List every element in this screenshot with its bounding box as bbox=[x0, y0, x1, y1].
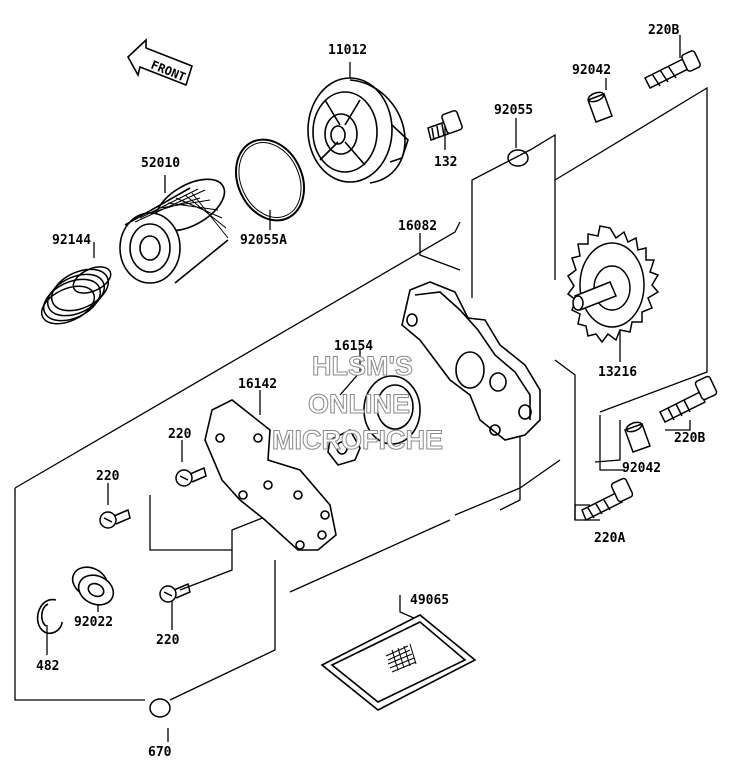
part-label-92055: 92055 bbox=[494, 103, 534, 118]
pump-cover-11012 bbox=[307, 77, 409, 184]
part-label-220-c: 220 bbox=[156, 633, 180, 648]
part-label-13216: 13216 bbox=[598, 365, 638, 380]
gear-13216 bbox=[566, 225, 660, 344]
screw-220-c bbox=[159, 582, 191, 603]
part-label-16142: 16142 bbox=[238, 377, 278, 392]
assembly-frame bbox=[14, 86, 708, 489]
dowel-92042-bottom bbox=[624, 421, 651, 453]
oil-filter-52010 bbox=[119, 178, 230, 284]
part-label-16154: 16154 bbox=[334, 339, 374, 354]
bolt-220b-top bbox=[643, 50, 701, 90]
part-label-132: 132 bbox=[434, 155, 458, 170]
screw-220-b bbox=[99, 508, 131, 529]
circlip-482 bbox=[36, 598, 63, 635]
bolt-220b-bottom bbox=[658, 375, 718, 424]
o-ring-92055 bbox=[507, 149, 529, 167]
watermark-line-1: HLSM'S bbox=[312, 351, 414, 381]
part-label-670: 670 bbox=[148, 745, 172, 760]
part-label-220-b: 220 bbox=[96, 469, 120, 484]
part-label-220b-bottom: 220B bbox=[674, 431, 706, 446]
part-label-482: 482 bbox=[36, 659, 60, 674]
part-label-52010: 52010 bbox=[141, 156, 181, 171]
bolt-132 bbox=[427, 109, 463, 141]
part-label-16082: 16082 bbox=[398, 219, 438, 234]
washer-92022 bbox=[71, 566, 115, 606]
o-ring-670 bbox=[149, 698, 171, 718]
dowel-92042-top bbox=[587, 91, 613, 123]
screen-49065 bbox=[320, 614, 477, 711]
bolt-220a bbox=[581, 477, 634, 522]
part-label-220-a: 220 bbox=[168, 427, 192, 442]
watermark-line-3: MICROFICHE bbox=[272, 425, 444, 455]
part-label-49065: 49065 bbox=[410, 593, 450, 608]
part-label-92144: 92144 bbox=[52, 233, 92, 248]
part-label-220a: 220A bbox=[594, 531, 626, 546]
screw-220-a bbox=[175, 466, 207, 487]
spring-92144 bbox=[40, 266, 112, 325]
pump-body-16082 bbox=[401, 281, 541, 441]
part-label-92022: 92022 bbox=[74, 615, 114, 630]
watermark-line-2: ONLINE bbox=[307, 389, 411, 419]
part-label-92042-top: 92042 bbox=[572, 63, 612, 78]
front-arrow-icon: FRONT bbox=[126, 38, 193, 87]
o-ring-92055a bbox=[234, 138, 306, 222]
rotor-16154 bbox=[327, 375, 421, 466]
gasket-plate-16142 bbox=[204, 399, 337, 551]
part-label-220b-top: 220B bbox=[648, 23, 680, 38]
part-label-92042-bottom: 92042 bbox=[622, 461, 662, 476]
part-label-92055a: 92055A bbox=[240, 233, 287, 248]
part-label-11012: 11012 bbox=[328, 43, 368, 58]
